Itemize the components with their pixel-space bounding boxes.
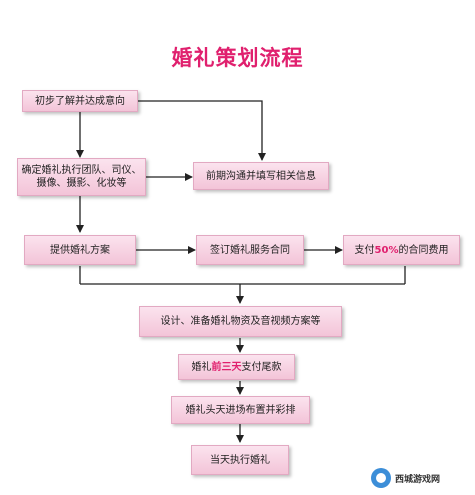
watermark-logo-icon [371, 468, 391, 488]
step-final-payment-pre: 婚礼 [191, 361, 212, 373]
step-rehearsal-label: 婚礼头天进场布置并彩排 [185, 404, 296, 416]
watermark-text: 西城游戏网 [395, 474, 441, 485]
step-design-prepare: 设计、准备婚礼物资及音视频方案等 [139, 306, 342, 337]
step-pay-deposit-label: 支付50%的合同费用 [355, 244, 449, 257]
step-wedding-day-label: 当天执行婚礼 [210, 454, 270, 466]
step-design-prepare-label: 设计、准备婚礼物资及音视频方案等 [160, 316, 321, 327]
step-team-setup: 确定婚礼执行团队、司仪、 摄像、摄影、化妆等 [17, 158, 146, 196]
step-final-payment: 婚礼前三天支付尾款 [178, 354, 295, 380]
step-team-setup-line1: 确定婚礼执行团队、司仪、 [21, 165, 142, 176]
step-provide-plan-label: 提供婚礼方案 [50, 244, 110, 256]
step-initial-intent: 初步了解并达成意向 [22, 90, 138, 112]
step-final-payment-highlight: 前三天 [211, 361, 242, 373]
step-wedding-day: 当天执行婚礼 [191, 445, 289, 475]
step-team-setup-line2: 摄像、摄影、化妆等 [36, 178, 127, 189]
watermark: 西城游戏网 [371, 467, 471, 489]
step-preliminary-communication-label: 前期沟通并填写相关信息 [206, 170, 316, 182]
step-pay-deposit-percent: 50% [374, 244, 399, 256]
step-pay-deposit: 支付50%的合同费用 [343, 235, 460, 265]
step-sign-contract-label: 签订婚礼服务合同 [210, 244, 290, 256]
step-pay-deposit-pre: 支付 [354, 244, 375, 256]
arrow-s1-s3 [138, 100, 266, 161]
step-provide-plan: 提供婚礼方案 [24, 235, 136, 265]
step-final-payment-post: 支付尾款 [241, 361, 282, 373]
step-initial-intent-label: 初步了解并达成意向 [35, 95, 125, 107]
step-final-payment-label: 婚礼前三天支付尾款 [192, 361, 282, 374]
step-preliminary-communication: 前期沟通并填写相关信息 [193, 162, 329, 190]
step-rehearsal: 婚礼头天进场布置并彩排 [171, 396, 310, 424]
diagram-title: 婚礼策划流程 [171, 46, 304, 70]
step-pay-deposit-post: 的合同费用 [398, 244, 449, 256]
step-sign-contract: 签订婚礼服务合同 [196, 235, 304, 265]
